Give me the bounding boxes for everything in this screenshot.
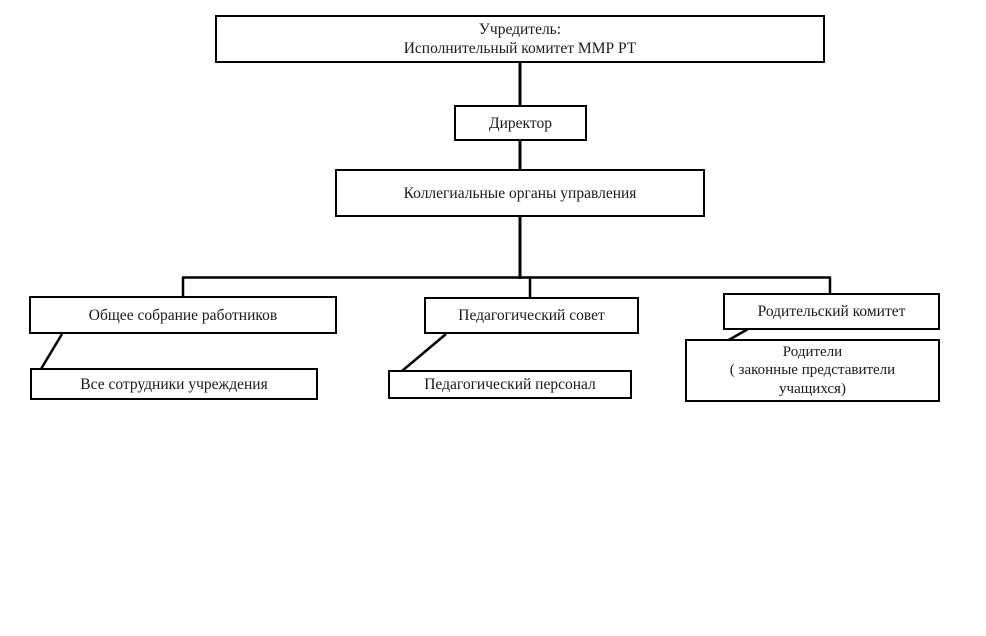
node-pedagogical-staff: Педагогический персонал bbox=[388, 370, 632, 399]
node-all-staff: Все сотрудники учреждения bbox=[30, 368, 318, 400]
node-founder: Учредитель: Исполнительный комитет ММР Р… bbox=[215, 15, 825, 63]
founder-label-line1: Учредитель: bbox=[478, 21, 562, 38]
edge-assembly-staff bbox=[39, 333, 64, 370]
node-pedagogical-council: Педагогический совет bbox=[424, 297, 639, 334]
pedstaff-label: Педагогический персонал bbox=[424, 376, 596, 393]
collegial-label: Коллегиальные органы управления bbox=[403, 184, 637, 202]
assembly-label: Общее собрание работников bbox=[88, 306, 278, 324]
director-label: Директор bbox=[489, 114, 552, 132]
parents-label-line2: ( законные представители bbox=[729, 362, 896, 379]
staff-label: Все сотрудники учреждения bbox=[80, 375, 268, 393]
parents-label-line1: Родители bbox=[782, 343, 843, 360]
pedcouncil-label: Педагогический совет bbox=[458, 307, 605, 324]
parents-label-line3: учащихся) bbox=[779, 380, 846, 397]
edge-pedcouncil-pedstaff bbox=[401, 333, 447, 372]
node-parent-committee: Родительский комитет bbox=[723, 293, 940, 330]
node-general-assembly: Общее собрание работников bbox=[29, 296, 337, 334]
node-collegial-bodies: Коллегиальные органы управления bbox=[335, 169, 705, 217]
node-parents: Родители ( законные представители учащих… bbox=[685, 339, 940, 402]
node-director: Директор bbox=[454, 105, 587, 141]
parentcommittee-label: Родительский комитет bbox=[757, 303, 906, 320]
founder-label-line2: Исполнительный комитет ММР РТ bbox=[403, 40, 637, 57]
